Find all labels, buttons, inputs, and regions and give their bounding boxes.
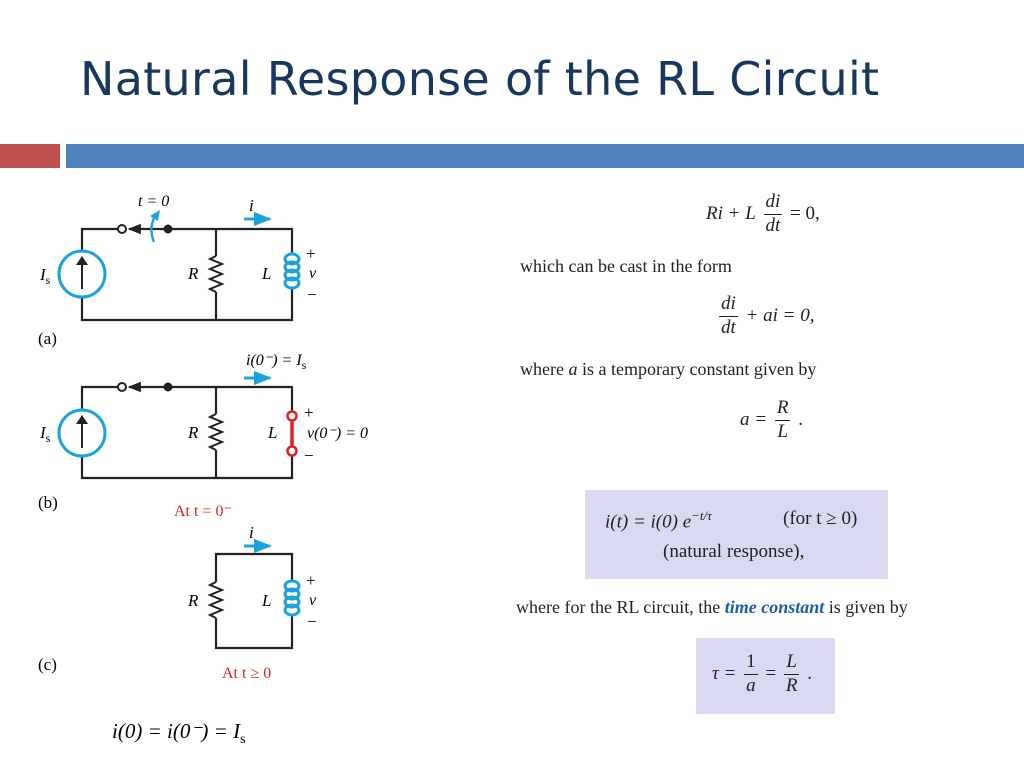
- resistor: [207, 581, 225, 619]
- fraction-numerator: R: [774, 397, 791, 421]
- fraction-denominator: a: [746, 674, 756, 696]
- current-label: i(0⁻) = Is: [246, 352, 307, 372]
- text-fragment: where: [520, 359, 569, 379]
- equation-kvl: Ri + L di dt = 0,: [706, 191, 820, 237]
- circuit-c: i R L + v − (c) At t ≥ 0: [38, 523, 317, 682]
- resistor-label: R: [187, 591, 199, 610]
- inductor-label: L: [267, 423, 277, 442]
- current-source: [57, 249, 107, 299]
- fraction-numerator: 1: [744, 651, 758, 675]
- equation-lhs: τ =: [712, 662, 737, 684]
- natural-response-equation: i(t) = i(0) e−t/τ: [605, 508, 712, 533]
- caption-c: At t ≥ 0: [222, 665, 271, 682]
- minus-label: −: [304, 446, 314, 465]
- resistor-label: R: [187, 264, 199, 283]
- text-fragment: is given by: [824, 597, 908, 617]
- resistor-label: R: [187, 423, 199, 442]
- minus-label: −: [307, 285, 317, 304]
- inductor-label: L: [261, 264, 271, 283]
- exponent: −t/τ: [691, 508, 712, 523]
- title-accent-bar-blue: [66, 144, 1024, 168]
- equation-normalized: di dt + ai = 0,: [716, 293, 815, 339]
- source-label: Is: [39, 265, 51, 287]
- fraction-di-dt: di dt: [763, 191, 783, 237]
- source-label: Is: [39, 423, 51, 445]
- fraction-l-r: L R: [783, 651, 800, 697]
- plus-label: +: [304, 403, 314, 422]
- circuit-a: t = 0 i Is R L + v − (a): [38, 193, 317, 348]
- current-source: [57, 408, 107, 458]
- resistor: [207, 413, 225, 451]
- time-constant-box: τ = 1 a = L R .: [696, 638, 835, 714]
- equation-a: a = R L .: [740, 397, 803, 443]
- fraction-numerator: di: [763, 191, 783, 215]
- fraction-numerator: L: [783, 651, 800, 675]
- figure-label-b: (b): [38, 493, 58, 512]
- equation-end: .: [798, 408, 803, 430]
- figure-label-a: (a): [38, 329, 57, 348]
- equals-sign: =: [765, 662, 777, 684]
- fraction-1-a: 1 a: [744, 651, 758, 697]
- resistor: [207, 255, 225, 293]
- natural-response-caption: (natural response),: [663, 541, 805, 562]
- inductor-label: L: [261, 591, 271, 610]
- equation-lhs: a =: [740, 408, 768, 430]
- circuit-figure: t = 0 i Is R L + v − (a) i: [38, 193, 368, 747]
- text-temporary-constant: where a is a temporary constant given by: [520, 359, 816, 380]
- switch-label: t = 0: [138, 193, 169, 210]
- equation-end: .: [807, 662, 812, 684]
- text-cast-form: which can be cast in the form: [520, 256, 732, 276]
- variable-a: a: [568, 359, 578, 379]
- text-fragment: is a temporary constant given by: [577, 359, 817, 379]
- equation-rhs: = 0,: [790, 202, 820, 224]
- fraction-r-l: R L: [774, 397, 791, 443]
- slide-title: Natural Response of the RL Circuit: [80, 52, 880, 106]
- voltage-label: v(0⁻) = 0: [307, 425, 368, 442]
- plus-label: +: [306, 244, 316, 263]
- circuit-b: i(0⁻) = Is Is R L + v(0⁻) = 0 − (b) At t…: [38, 352, 368, 520]
- voltage-label: v: [309, 592, 317, 609]
- voltage-label: v: [309, 265, 317, 282]
- initial-condition-equation: i(0) = i(0⁻) = Is: [112, 719, 246, 747]
- caption-b: At t = 0⁻: [174, 503, 232, 520]
- fraction-denominator: dt: [721, 316, 736, 338]
- current-label: i: [249, 196, 254, 215]
- fraction-di-dt: di dt: [719, 293, 738, 339]
- fraction-denominator: R: [785, 674, 798, 696]
- minus-label: −: [307, 612, 317, 631]
- equation-lhs: Ri + L: [706, 202, 756, 224]
- time-constant-emphasis: time constant: [724, 597, 825, 617]
- figure-label-c: (c): [38, 655, 57, 674]
- equation-body: i(t) = i(0) e: [605, 511, 692, 533]
- text-time-constant: where for the RL circuit, the time const…: [516, 597, 908, 618]
- inductor-short: [286, 410, 298, 457]
- time-constant-equation: τ = 1 a = L R .: [712, 651, 812, 697]
- text-fragment: where for the RL circuit, the: [516, 597, 725, 617]
- inductor: [283, 252, 301, 290]
- plus-label: +: [306, 571, 316, 590]
- natural-response-box: i(t) = i(0) e−t/τ (for t ≥ 0) (natural r…: [585, 490, 888, 579]
- fraction-denominator: dt: [765, 214, 781, 236]
- switch: [117, 381, 173, 393]
- current-label: i: [249, 523, 254, 542]
- validity-condition: (for t ≥ 0): [783, 508, 858, 529]
- fraction-denominator: L: [777, 420, 788, 442]
- equation-rhs: + ai = 0,: [745, 304, 815, 326]
- switch: [117, 210, 173, 243]
- inductor: [283, 579, 301, 617]
- title-accent-bar-red: [0, 144, 60, 168]
- fraction-numerator: di: [719, 293, 738, 317]
